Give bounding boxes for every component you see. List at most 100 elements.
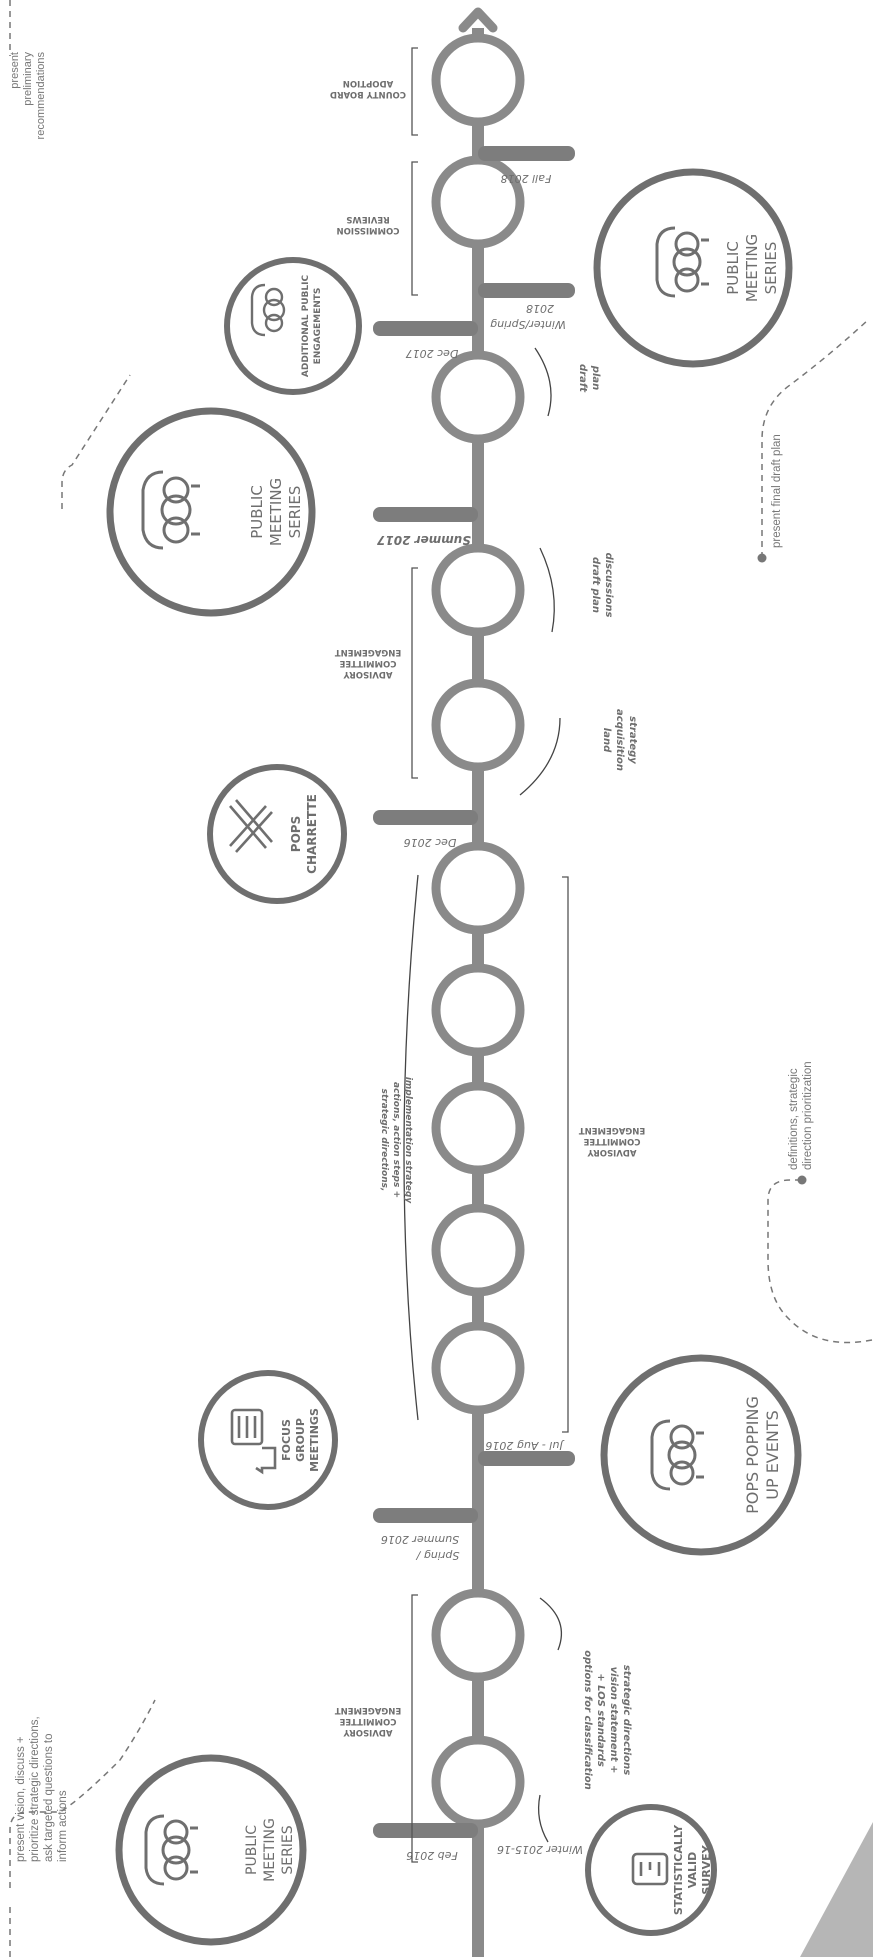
milestone-label: Dec 2016: [404, 836, 457, 849]
milestone-label: Fall 2018: [501, 172, 552, 185]
arc-options-bottom: [537, 1794, 549, 1843]
topic-label: plan: [590, 365, 601, 390]
topic-label: strategy: [627, 716, 638, 764]
event-label: SERIES: [762, 242, 780, 295]
milestone-label: Winter/Spring: [490, 318, 566, 331]
note-bullet: [757, 553, 767, 563]
event-label: POPS: [289, 816, 303, 852]
timeline-node: [431, 678, 525, 772]
committee-label: COMMITTEE: [339, 658, 396, 668]
bracket-ace2: [562, 876, 569, 1433]
note-label: definitions, strategic: [788, 1068, 800, 1170]
pms3-circle: [593, 168, 793, 368]
event-circles: [106, 168, 802, 1946]
committee-label: COMMISSION: [337, 225, 400, 235]
milestone-bar: [478, 283, 575, 298]
note-bullet: [797, 1175, 807, 1185]
committee-label: ENGAGEMENT: [579, 1125, 646, 1135]
event-label: SERIES: [286, 486, 304, 539]
survey-circle: [585, 1804, 717, 1936]
milestone-label: Dec 2017: [406, 347, 459, 360]
event-label: PUBLIC: [724, 241, 742, 295]
timeline-node: [431, 33, 525, 127]
pencil-ruler-icon: [229, 799, 273, 853]
people-icon: [250, 283, 286, 337]
note-label: preliminary: [22, 52, 34, 106]
event-label: VALID: [686, 1852, 699, 1889]
arcs: [403, 347, 562, 1843]
milestone-label: Summer 2017: [376, 533, 470, 547]
milestone-labels: Feb 2016 Winter 2015-16 Spring / Summer …: [376, 172, 583, 1862]
note-labels: present vision, discuss + prioritize str…: [9, 52, 814, 1862]
event-label: FOCUS: [280, 1419, 293, 1461]
milestone-bar: [373, 1823, 478, 1838]
note-connector: [767, 1179, 873, 1344]
timeline-node: [431, 1735, 525, 1829]
timeline-node: [431, 1321, 525, 1415]
event-label: MEETING: [267, 478, 285, 546]
milestone-bar: [373, 321, 478, 336]
arc-draft-discussion: [539, 547, 555, 633]
chat-icon: [230, 1408, 277, 1475]
additional-circle: [224, 257, 362, 395]
milestone-bar: [373, 1508, 478, 1523]
pms1-circle: [115, 1754, 307, 1946]
milestone-bar: [478, 1451, 575, 1466]
people-icon: [655, 226, 709, 298]
milestone-bar: [478, 146, 575, 161]
committee-labels: ADVISORY COMMITTEE ENGAGEMENT ADVISORY C…: [330, 78, 645, 1737]
topic-label: vision statement +: [608, 1667, 619, 1774]
people-icons: [141, 226, 709, 1886]
milestone-label: Jul - Aug 2016: [485, 1439, 564, 1452]
committee-label: ADOPTION: [343, 78, 393, 88]
event-label: UP EVENTS: [763, 1410, 782, 1500]
note-label: ask targeted questions to: [43, 1734, 55, 1863]
milestone-label: Feb 2016: [406, 1849, 458, 1862]
milestone-label: Summer 2016: [381, 1533, 459, 1546]
note-connector: [61, 374, 131, 509]
milestone-label: Spring /: [415, 1549, 459, 1562]
note-connector: [761, 319, 869, 558]
committee-label: ADVISORY: [343, 1727, 393, 1737]
topic-label: options for classification: [582, 1650, 593, 1789]
note-label: present: [9, 52, 21, 89]
topic-label: acquisition: [614, 709, 625, 771]
arc-options-top: [539, 1597, 562, 1651]
event-label: SURVEY: [700, 1844, 713, 1894]
timeline-node: [431, 1203, 525, 1297]
event-label: PUBLIC: [244, 1825, 260, 1875]
committee-label: REVIEWS: [346, 214, 389, 224]
committee-label: ADVISORY: [343, 669, 393, 679]
note-connectors: [9, 0, 873, 1957]
event-label: POPS POPPING: [743, 1396, 762, 1514]
timeline-node: [431, 963, 525, 1057]
survey-icon: [631, 1852, 669, 1886]
timeline-node: [431, 841, 525, 935]
timeline-arrow-icon: [458, 7, 498, 33]
topic-label: actions, action steps +: [391, 1082, 401, 1198]
committee-label: ENGAGEMENT: [335, 647, 402, 657]
arc-strategic: [403, 874, 419, 1421]
bracket-ace1: [411, 1594, 418, 1863]
event-labels: PUBLIC MEETING SERIES STATISTICALLY VALI…: [244, 234, 782, 1915]
bracket-ace3: [411, 567, 418, 779]
people-icon: [141, 470, 200, 550]
event-label: SERIES: [280, 1825, 296, 1874]
committee-label: ADVISORY: [587, 1147, 637, 1157]
topic-label: land: [601, 728, 612, 753]
timeline-node: [431, 155, 525, 249]
arc-draft-plan: [534, 347, 552, 417]
topic-label: draft plan: [590, 557, 601, 613]
pms2-circle: [106, 407, 316, 617]
milestone-label: 2018: [526, 302, 554, 315]
committee-label: COUNTY BOARD: [330, 89, 406, 99]
event-label: ENGAGEMENTS: [313, 288, 323, 365]
topic-label: discussions: [603, 553, 614, 618]
topic-label: strategic directions: [621, 1665, 632, 1775]
topic-labels: options for classification + LOS standar…: [379, 364, 638, 1790]
topic-label: draft: [577, 364, 588, 393]
people-icon: [144, 1814, 198, 1886]
timeline-node: [431, 1081, 525, 1175]
committee-label: COMMITTEE: [339, 1716, 396, 1726]
